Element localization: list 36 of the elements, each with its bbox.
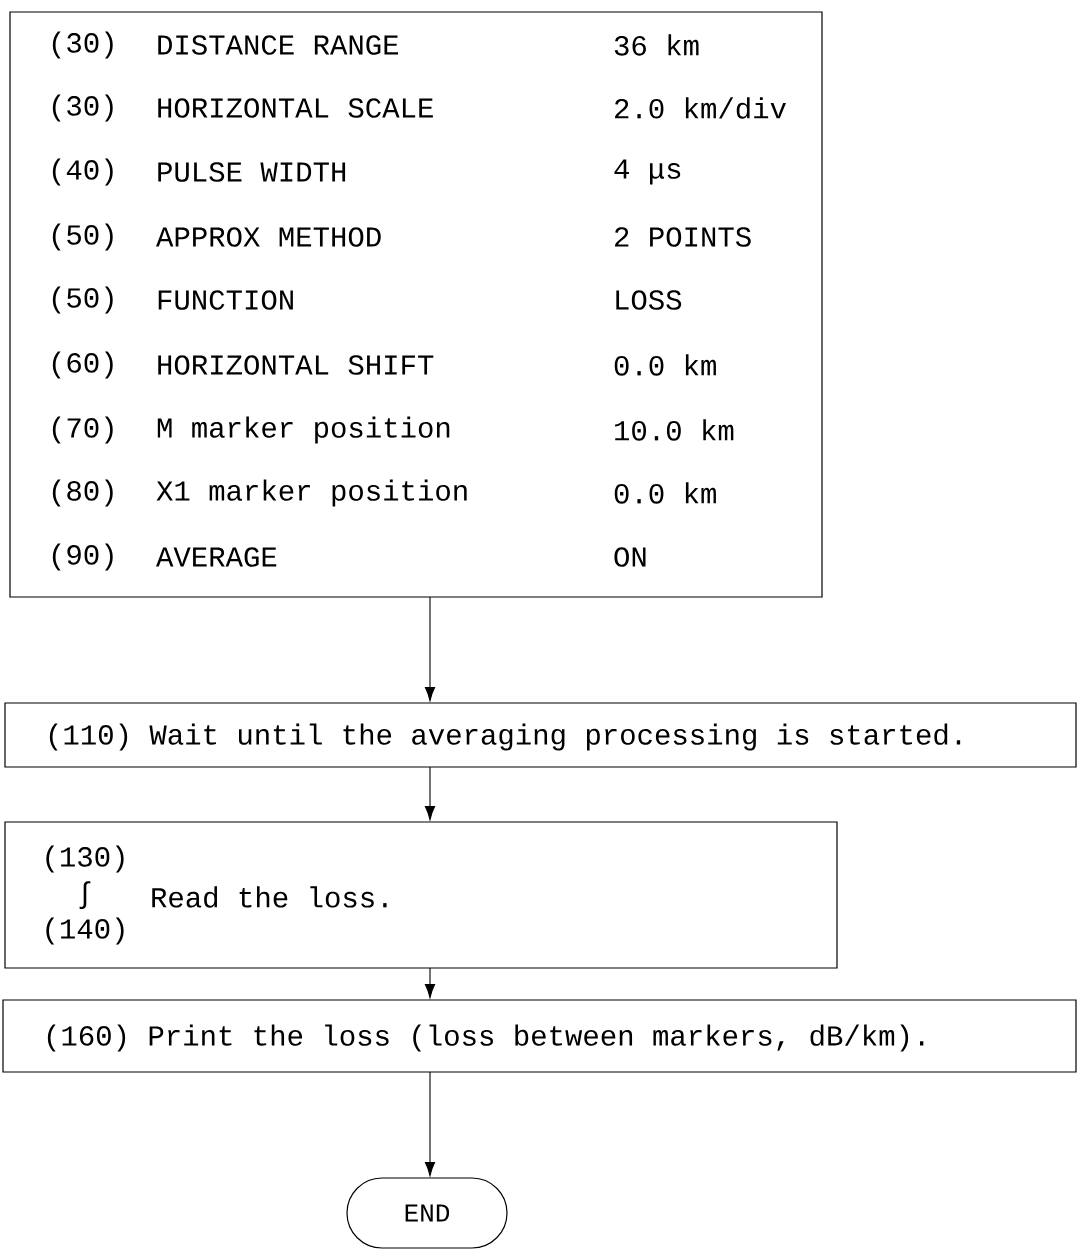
setting-value: 4 μs [614, 159, 681, 185]
end-terminal: END [346, 1177, 508, 1249]
step-number: (30) [52, 94, 113, 122]
setting-value: 10.0 km [615, 419, 734, 441]
setting-name: HORIZONTAL SCALE [158, 98, 433, 118]
setting-name: M marker position [157, 416, 450, 444]
step-text: (110) Wait until the averaging processing is started. [49, 723, 961, 751]
arrow [424, 766, 436, 821]
step-number: (60) [52, 351, 113, 379]
setting-value: 0.0 km [614, 354, 716, 376]
setting-name: APPROX METHOD [156, 227, 381, 247]
setting-value: 36 km [614, 34, 699, 56]
setting-value: 2 POINTS [615, 227, 751, 247]
setting-value: 0.0 km [614, 482, 716, 504]
step-number: (50) [52, 223, 113, 251]
setting-value: 2.0 km/div [615, 97, 786, 119]
arrow [424, 967, 436, 999]
setting-value: LOSS [616, 290, 682, 310]
step-text: (160) Print the loss (loss between markers, dB/km). [47, 1024, 924, 1052]
setting-name: PULSE WIDTH [158, 162, 346, 182]
step-range: (130) ∫ (140) [46, 845, 124, 945]
step-number: (50) [52, 286, 113, 314]
step-number: (90) [52, 543, 113, 571]
step-number: (40) [52, 158, 113, 186]
setting-name: DISTANCE RANGE [158, 35, 399, 55]
arrow [424, 596, 436, 702]
step-text: Read the loss. [152, 886, 387, 908]
setting-value: ON [614, 547, 646, 567]
setting-name: HORIZONTAL SHIFT [158, 355, 434, 375]
setting-name: AVERAGE [156, 547, 277, 567]
step-number: (30) [52, 31, 113, 59]
setting-name: X1 marker position [156, 479, 467, 507]
step-number: (80) [52, 479, 113, 507]
step-number: (70) [52, 416, 113, 444]
arrow [424, 1071, 436, 1177]
setting-name: FUNCTION [158, 290, 293, 310]
